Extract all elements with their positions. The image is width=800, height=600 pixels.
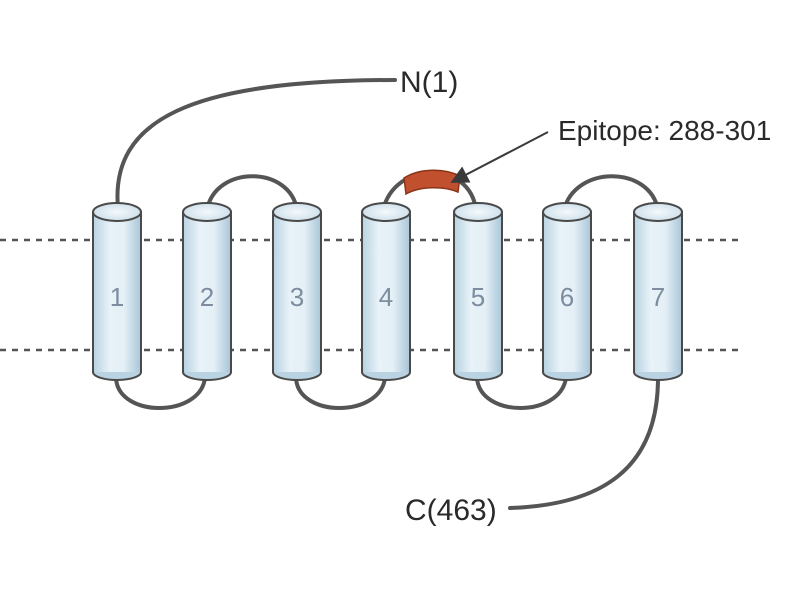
helix-4-number: 4 xyxy=(379,282,393,312)
epitope-marker xyxy=(403,169,461,196)
helix-1: 1 xyxy=(92,202,142,381)
epitope-arrow xyxy=(450,131,549,183)
extracellular-loop-1 xyxy=(205,174,299,212)
c-terminus-label: C(463) xyxy=(405,494,497,527)
helix-3: 3 xyxy=(272,202,322,381)
helix-3-number: 3 xyxy=(290,282,304,312)
epitope-label: Epitope: 288-301 xyxy=(558,115,771,146)
transmembrane-helices: 1 2 3 4 xyxy=(92,202,683,381)
c-terminal-tail xyxy=(508,376,660,510)
intracellular-loop-1 xyxy=(114,376,207,410)
helix-7: 7 xyxy=(633,202,683,381)
helix-2: 2 xyxy=(182,202,232,381)
helix-7-number: 7 xyxy=(651,282,665,312)
helix-6: 6 xyxy=(542,202,592,381)
helix-4: 4 xyxy=(361,202,411,381)
helix-6-number: 6 xyxy=(560,282,574,312)
helix-1-number: 1 xyxy=(110,282,124,312)
helix-2-number: 2 xyxy=(200,282,214,312)
extracellular-loop-3 xyxy=(562,174,660,212)
helix-5-number: 5 xyxy=(471,282,485,312)
intracellular-loop-3 xyxy=(475,376,568,410)
n-terminus-label: N(1) xyxy=(400,66,458,99)
intracellular-loop-2 xyxy=(294,376,387,410)
helix-5: 5 xyxy=(453,202,503,381)
n-terminal-tail xyxy=(115,78,397,210)
